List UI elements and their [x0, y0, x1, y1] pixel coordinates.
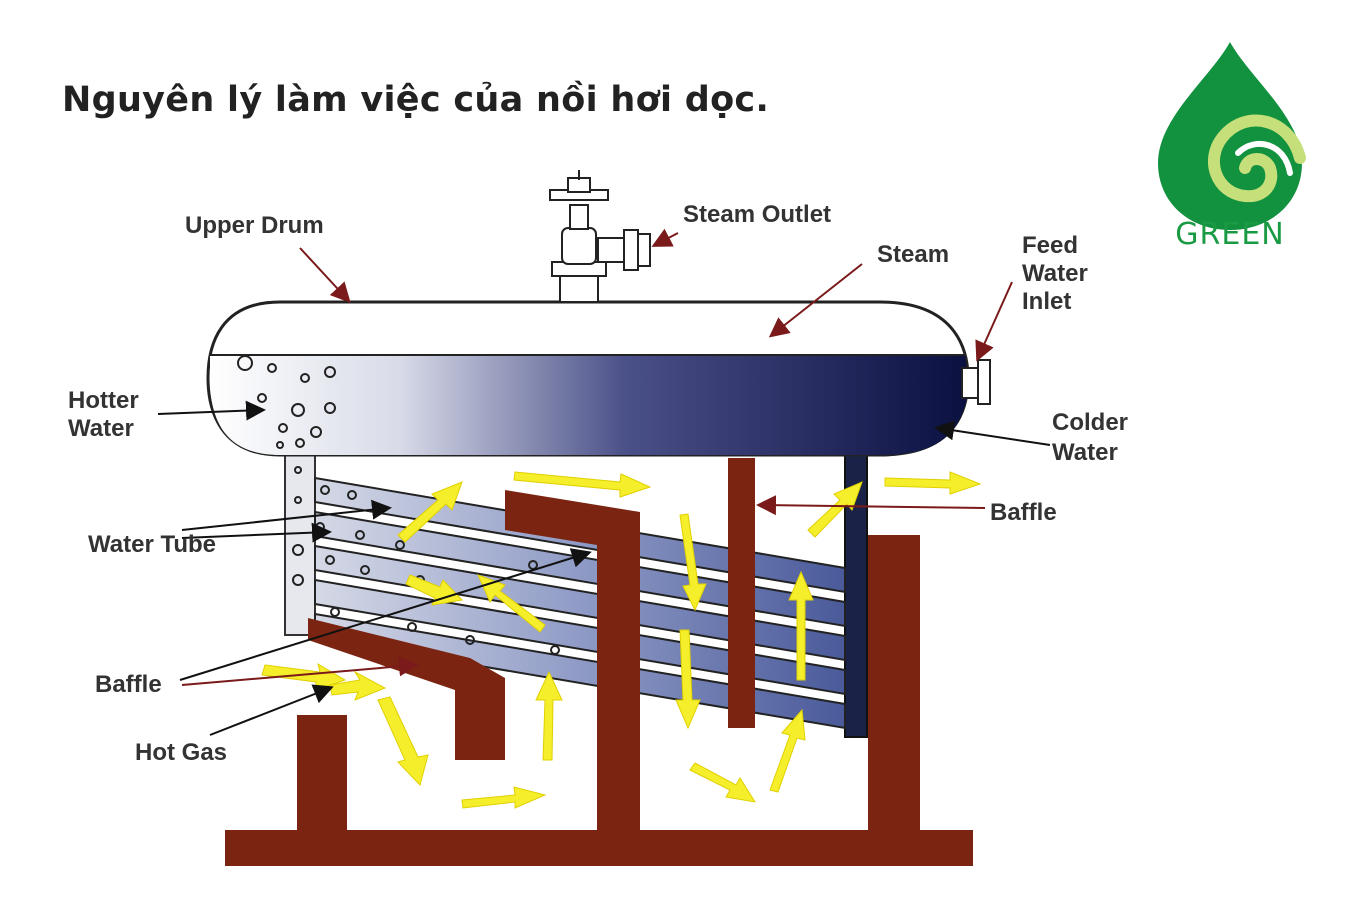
water-tube: [314, 578, 846, 696]
label-colder-water: Water: [1052, 439, 1118, 466]
label-feed: Feed: [1022, 232, 1078, 259]
drum-water: [210, 355, 968, 455]
base-slab: [225, 830, 973, 866]
label-hotter: Hotter: [68, 387, 139, 414]
tube-bubbles: [292, 466, 560, 655]
label-hotter-water: Water: [68, 415, 134, 442]
label-colder: Colder: [1052, 409, 1128, 436]
label-baffle-right: Baffle: [990, 499, 1057, 526]
right-support: [868, 535, 920, 832]
lower-baffle: [308, 618, 505, 760]
label-pointers: [157, 228, 1051, 736]
center-baffle: [505, 490, 640, 832]
right-baffle: [728, 458, 755, 728]
green-drop-logo: GREEN: [1158, 42, 1306, 252]
page-title: Nguyên lý làm việc của nồi hơi dọc.: [62, 80, 770, 120]
feed-inlet-flange: [977, 359, 991, 405]
label-steam: Steam: [877, 241, 949, 268]
label-feed-water: Water: [1022, 260, 1088, 287]
label-feed-inlet: Inlet: [1022, 288, 1071, 315]
logo-text: GREEN: [1175, 217, 1284, 252]
steam-outlet-valve: [549, 170, 651, 303]
label-water-tube: Water Tube: [88, 531, 216, 558]
water-tube: [314, 544, 846, 662]
label-baffle-left: Baffle: [95, 671, 162, 698]
label-upper-drum: Upper Drum: [185, 212, 324, 239]
left-support: [297, 715, 347, 833]
label-steam-outlet: Steam Outlet: [683, 201, 831, 228]
label-hot-gas: Hot Gas: [135, 739, 227, 766]
logo-swirl-icon: [1207, 114, 1306, 203]
logo-swirl-inner-icon: [1235, 141, 1293, 176]
